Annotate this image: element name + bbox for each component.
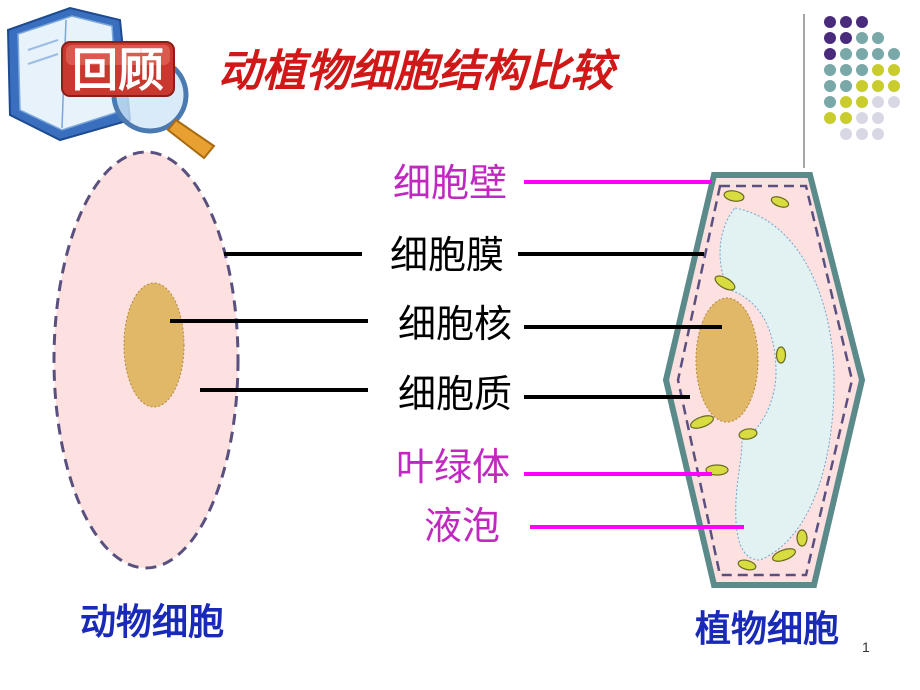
label-vacuole: 液泡 [424,504,500,548]
label-chloroplast: 叶绿体 [396,445,510,489]
dot-grid-decoration [824,16,900,140]
plant-cell-vacuole [719,207,835,561]
review-badge-text: 回顾 [72,43,164,97]
plant-cell-membrane [676,184,854,577]
label-cell-wall: 细胞壁 [393,161,507,205]
caption-plant-cell: 植物细胞 [695,609,839,650]
plant-cell [662,172,866,588]
caption-animal-cell: 动物细胞 [80,602,224,643]
label-cytoplasm: 细胞质 [398,372,512,416]
review-badge: 回顾 [61,41,175,97]
animal-cell-nucleus [123,282,185,408]
animal-cell [52,150,240,570]
label-cell-membrane: 细胞膜 [390,233,504,277]
plant-cell-nucleus [695,297,759,423]
page-number: 1 [862,639,870,655]
pointer-lines [170,180,744,529]
page-title: 动植物细胞结构比较 [218,46,621,97]
label-nucleus: 细胞核 [398,302,512,346]
